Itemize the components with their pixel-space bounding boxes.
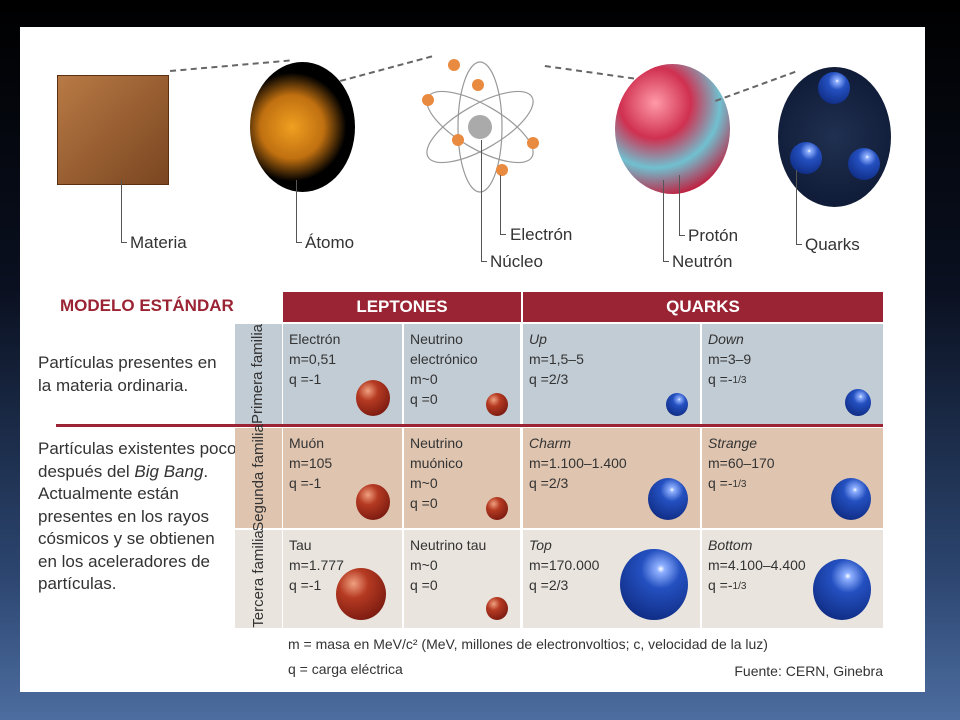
particle-name: Neutrino tau <box>410 537 487 553</box>
leader-line <box>663 180 669 262</box>
family-label: Primera familia <box>235 324 282 424</box>
particle-cell: Tau m=1.777 q =-1 <box>283 530 402 628</box>
label-atomo: Átomo <box>305 233 355 252</box>
particle-cell: Up m=1,5–5 q =2/3 <box>523 324 700 424</box>
particle-charge: q =-1 <box>289 577 322 593</box>
label-quarks: Quarks <box>805 235 860 254</box>
matter-cube <box>57 75 169 185</box>
particle-charge: q =0 <box>410 577 438 593</box>
particle-mass: m=3–9 <box>708 351 752 367</box>
particle-name: Electrón <box>289 331 341 347</box>
particle-charge: q =2/3 <box>529 475 569 491</box>
particle-name: Neutrino electrónico <box>410 331 478 367</box>
lepton-sphere <box>336 567 386 620</box>
leader-line <box>500 175 506 235</box>
particle-name: Strange <box>708 435 758 451</box>
quark-sphere <box>845 388 871 416</box>
particle-cell: Charm m=1.100–1.400 q =2/3 <box>523 428 700 528</box>
particle-mass: m~0 <box>410 557 438 573</box>
quark-sphere <box>666 392 688 416</box>
particle-mass: m=170.000 <box>529 557 600 573</box>
family-label: Tercera familia <box>235 530 282 628</box>
leader-line <box>679 175 685 236</box>
description-bigbang: Partículas existentes poco después del B… <box>38 439 237 593</box>
family-divider <box>56 424 883 427</box>
particle-mass: m=1.777 <box>289 557 344 573</box>
label-nucleo: Núcleo <box>490 252 543 271</box>
label-electron: Electrón <box>510 225 573 244</box>
leader-line <box>796 170 802 245</box>
particle-cell: Electrón m=0,51 q =-1 <box>283 324 402 424</box>
quark-sphere <box>813 559 871 620</box>
particle-cell: Strange m=60–170 q =-1/3 <box>702 428 883 528</box>
quark-sphere <box>620 548 688 620</box>
label-neutron: Neutrón <box>672 252 733 271</box>
family-label-text: Tercera familia <box>249 530 267 628</box>
particle-name: Tau <box>289 537 312 553</box>
particle-name: Neutrino muónico <box>410 435 463 471</box>
particle-charge: q =0 <box>410 391 438 407</box>
quark-sphere <box>648 478 688 520</box>
particle-name: Top <box>529 537 552 553</box>
quark-ball <box>848 148 880 180</box>
charge-fraction: 1/3 <box>732 374 747 386</box>
particle-cell: Muón m=105 q =-1 <box>283 428 402 528</box>
particle-charge: q =-1 <box>289 475 322 491</box>
lepton-sphere <box>486 392 508 416</box>
footnote-charge: q = carga eléctrica <box>288 661 403 677</box>
particle-mass: m~0 <box>410 475 438 491</box>
footnote-mass: m = masa en MeV/c² (MeV, millones de ele… <box>288 636 768 652</box>
particle-mass: m=1.100–1.400 <box>529 455 627 471</box>
particle-mass: m~0 <box>410 371 438 387</box>
leader-line <box>121 180 127 243</box>
particle-cell: Down m=3–9 q =-1/3 <box>702 324 883 424</box>
particle-name: Muón <box>289 435 325 451</box>
particle-cell: Neutrino electrónico m~0 q =0 <box>404 324 520 424</box>
table-title: MODELO ESTÁNDAR <box>60 296 234 315</box>
family-label: Segunda familia <box>235 424 282 532</box>
leader-line <box>296 180 302 243</box>
label-materia: Materia <box>130 233 187 252</box>
atom-diagram <box>418 55 548 205</box>
particle-cell: Neutrino tau m~0 q =0 <box>404 530 520 628</box>
lepton-sphere <box>486 496 508 520</box>
particle-mass: m=1,5–5 <box>529 351 584 367</box>
description-ordinary: Partículas presentes en la materia ordin… <box>38 353 217 395</box>
particle-mass: m=0,51 <box>289 351 337 367</box>
particle-mass: m=60–170 <box>708 455 775 471</box>
particle-charge: q =-1 <box>289 371 322 387</box>
particle-charge: q =0 <box>410 495 438 511</box>
lepton-sphere <box>356 380 390 416</box>
particle-charge: q =-1/3 <box>708 371 747 387</box>
particle-name: Up <box>529 331 547 347</box>
source-credit: Fuente: CERN, Ginebra <box>734 663 883 679</box>
charge-fraction: 1/3 <box>732 478 747 490</box>
quark-sphere <box>831 478 871 520</box>
particle-name: Down <box>708 331 744 347</box>
label-proton: Protón <box>688 226 739 245</box>
particle-charge: q =-1/3 <box>708 577 747 593</box>
family-label-text: Primera familia <box>249 323 267 425</box>
particle-name: Charm <box>529 435 572 451</box>
header-quarks: QUARKS <box>523 292 883 322</box>
particle-charge: q =2/3 <box>529 371 569 387</box>
particle-cell: Bottom m=4.100–4.400 q =-1/3 <box>702 530 883 628</box>
lepton-sphere <box>356 484 390 520</box>
particle-charge: q =2/3 <box>529 577 569 593</box>
particle-cell: Top m=170.000 q =2/3 <box>523 530 700 628</box>
nucleus-diagram <box>615 64 730 194</box>
atom-lattice-circle <box>250 62 355 192</box>
quark-ball <box>818 72 850 104</box>
charge-fraction: 1/3 <box>732 580 747 592</box>
particle-name: Bottom <box>708 537 753 553</box>
particle-mass: m=105 <box>289 455 333 471</box>
header-leptones: LEPTONES <box>283 292 521 322</box>
particle-charge: q =-1/3 <box>708 475 747 491</box>
particle-cell: Neutrino muónico m~0 q =0 <box>404 428 520 528</box>
family-label-text: Segunda familia <box>249 424 267 532</box>
particle-mass: m=4.100–4.400 <box>708 557 806 573</box>
leader-line <box>481 140 487 262</box>
quark-ball <box>790 142 822 174</box>
lepton-sphere <box>486 596 508 620</box>
